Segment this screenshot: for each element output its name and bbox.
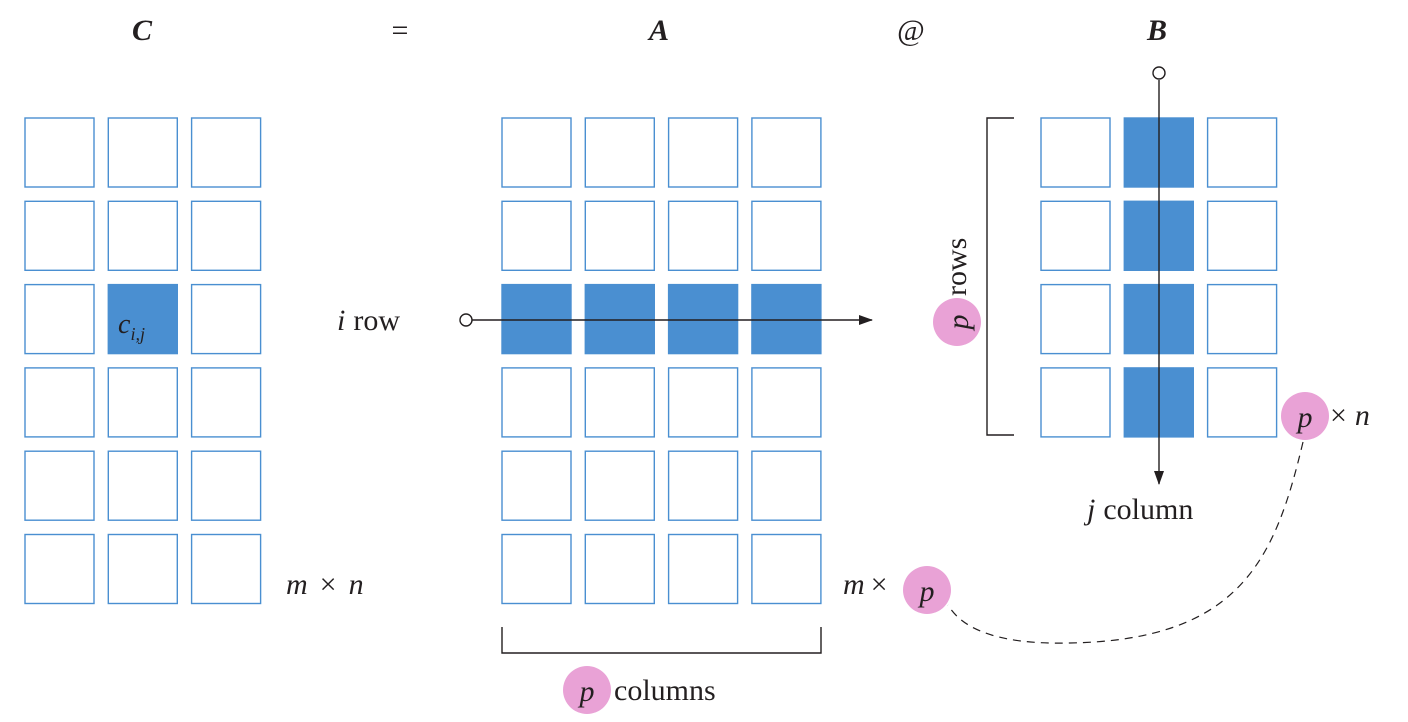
matrix-a-cell-r2-c2 (584, 200, 655, 272)
column-arrow-origin (1152, 66, 1166, 80)
p-bubble-a-dims (903, 566, 951, 614)
matrix-a-cell-r1-c2 (584, 117, 655, 188)
p-bubble-rows (933, 298, 981, 346)
matrix-a-cell-r6-c4 (751, 533, 822, 605)
rows-label-p: p (942, 315, 975, 332)
matrix-a-cell-r4-c1 (501, 367, 572, 438)
matrix-c-cell-r3-c1 (24, 283, 95, 355)
equals-sign: = (392, 14, 409, 47)
matrix-a-cell-r3-c1 (501, 283, 572, 355)
matrix-a-cell-r5-c4 (751, 450, 822, 521)
row-arrow-origin (459, 313, 473, 327)
matrix-b-cell-r1-c1 (1040, 117, 1111, 188)
matrix-b-dimension-p: p (1296, 401, 1313, 434)
matrix-b-cell-r2-c3 (1206, 200, 1278, 272)
matrix-a-cell-r5-c3 (667, 450, 739, 521)
matrix-c-cell-r3-c3 (190, 283, 262, 355)
matrix-c-cell-r2-c1 (24, 200, 95, 272)
matrix-a-cell-r6-c1 (501, 533, 572, 605)
matrix-b-cell-r2-c1 (1040, 200, 1111, 272)
matrix-a-cell-r3-c3 (667, 283, 739, 355)
p-connector-dashed (947, 441, 1304, 644)
matrix-a-cell-r2-c1 (501, 200, 572, 272)
matrix-a-cell-r5-c1 (501, 450, 572, 521)
matrix-c-cell-r2-c2 (107, 200, 179, 272)
matrix-b-cell-r3-c1 (1040, 283, 1111, 355)
matrix-a-cell-r2-c4 (751, 200, 822, 272)
matrix-c-dimensions: m×n (286, 568, 364, 601)
matrix-b-cell-r3-c3 (1206, 283, 1278, 355)
matrix-c-cell-r3-c2 (107, 283, 179, 355)
matrix-c-cell-r5-c2 (107, 450, 179, 521)
rows-bracket (986, 117, 1014, 436)
columns-label-p: p (578, 675, 595, 708)
rows-label-word: rows (940, 238, 973, 296)
matrix-a-dimensions-left: m× (843, 568, 888, 601)
matrix-a-cell-r4-c3 (667, 367, 739, 438)
matrix-c-cell-r6-c3 (190, 533, 262, 605)
matrix-b-cell-r1-c3 (1206, 117, 1278, 188)
matrix-a-dimension-p: p (918, 575, 935, 608)
columns-bracket (501, 627, 822, 654)
matrix-c-grid (24, 117, 262, 605)
matrix-a-cell-r6-c3 (667, 533, 739, 605)
matrix-a-cell-r5-c2 (584, 450, 655, 521)
matrix-c-cell-r5-c3 (190, 450, 262, 521)
matrix-c-cell-r1-c2 (107, 117, 179, 188)
matrix-c-cell-r6-c1 (24, 533, 95, 605)
matrix-b-cell-r4-c1 (1040, 367, 1111, 438)
matmul-operator: @ (897, 14, 925, 47)
matrix-c-cell-r1-c3 (190, 117, 262, 188)
cell-label-cij: ci,j (118, 309, 145, 344)
matrix-a-cell-r1-c1 (501, 117, 572, 188)
matrix-a-cell-r3-c4 (751, 283, 822, 355)
matrix-c-cell-r2-c3 (190, 200, 262, 272)
matrix-c-cell-r4-c1 (24, 367, 95, 438)
matrix-b-dimensions-right: ×n (1330, 399, 1370, 432)
matrix-a-cell-r4-c4 (751, 367, 822, 438)
matrix-a-cell-r4-c2 (584, 367, 655, 438)
matrix-a-cell-r6-c2 (584, 533, 655, 605)
matrix-c-cell-r6-c2 (107, 533, 179, 605)
matrix-c-cell-r5-c1 (24, 450, 95, 521)
matrix-a-cell-r1-c4 (751, 117, 822, 188)
matrix-c-cell-r4-c2 (107, 367, 179, 438)
matrix-a-cell-r3-c2 (584, 283, 655, 355)
matrix-c-cell-r4-c3 (190, 367, 262, 438)
matrix-a-cell-r2-c3 (667, 200, 739, 272)
p-bubble-columns (563, 666, 611, 714)
matrix-a-cell-r1-c3 (667, 117, 739, 188)
matrix-a-grid (501, 117, 822, 605)
matrix-b-cell-r4-c3 (1206, 367, 1278, 438)
matrix-c-cell-r1-c1 (24, 117, 95, 188)
p-bubble-b-dims (1281, 392, 1329, 440)
title-c: C (132, 14, 153, 47)
title-b: B (1146, 14, 1167, 47)
title-a: A (647, 14, 669, 47)
columns-label-word: columns (614, 674, 716, 707)
